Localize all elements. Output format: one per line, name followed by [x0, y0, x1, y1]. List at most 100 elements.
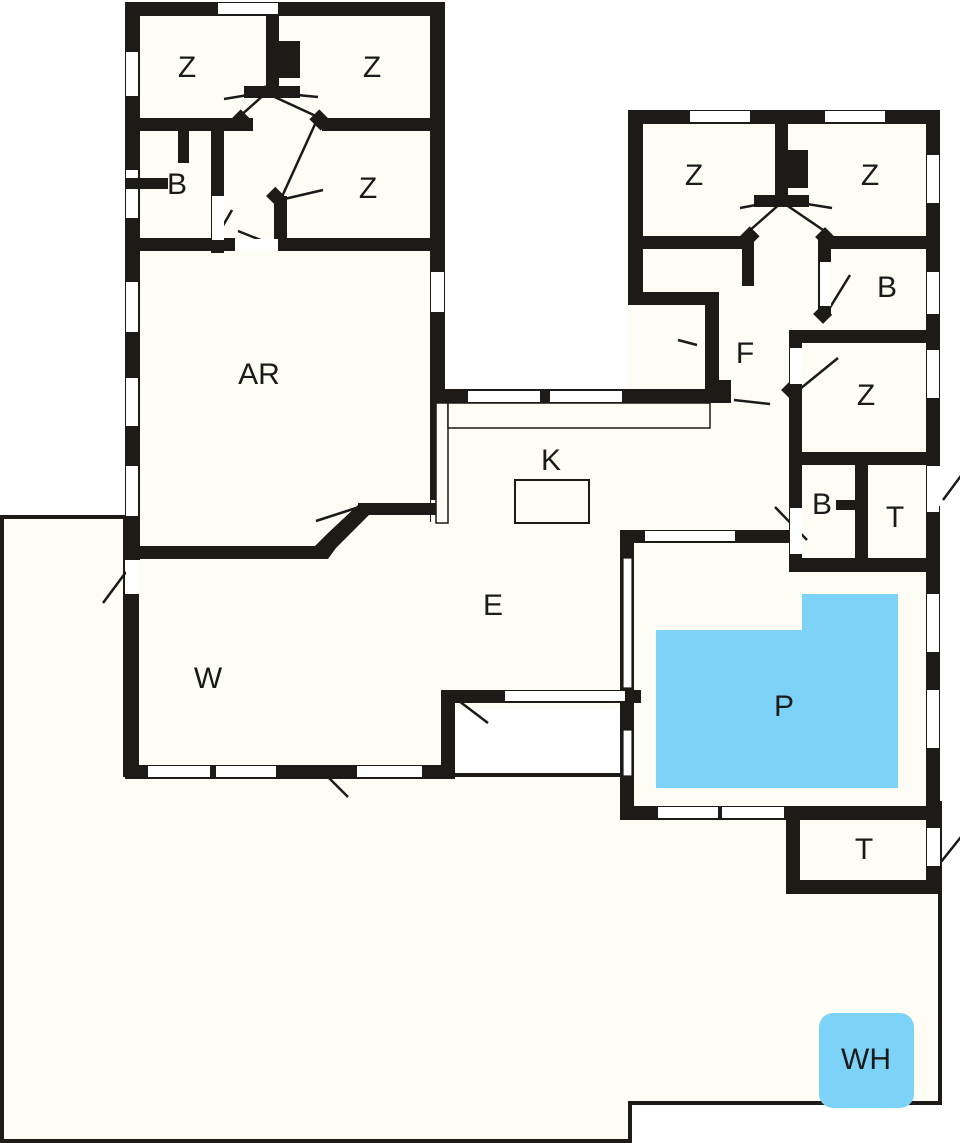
wall-ar-bottom-right: [358, 503, 444, 515]
window-e-bottom: [505, 691, 625, 701]
wall-b-stub2-tl: [125, 178, 168, 189]
label-kitchen-k: K: [541, 444, 561, 477]
window-w-bottom-3: [357, 766, 422, 777]
window-tl-left-4: [126, 378, 138, 426]
room-ar-structure: [125, 503, 444, 559]
wall-tb-left: [786, 812, 800, 894]
door-gap-tr-bl: [790, 508, 802, 554]
wall-tr-left-step-down: [705, 292, 719, 390]
wall-tr-left: [628, 110, 643, 305]
door-gap-w-left: [126, 560, 139, 594]
wall-tr-left-step: [628, 292, 718, 305]
label-b-right-upper: B: [877, 271, 897, 304]
window-tl-left-1: [126, 52, 138, 96]
label-hall-f: F: [736, 337, 754, 370]
door-node-tr-b: [813, 304, 833, 324]
door-swing-tb: [940, 836, 960, 863]
label-whirlpool-wh: WH: [841, 1043, 891, 1076]
door-gap-tr-ext: [927, 466, 940, 506]
room-w-structure: [101, 560, 509, 798]
label-z-right-left: Z: [685, 159, 703, 192]
window-k-top-2: [550, 391, 622, 402]
window-pool-top-strip: [645, 531, 735, 541]
window-tr-top-2: [825, 111, 885, 122]
label-z-top-left: Z: [178, 51, 196, 84]
door-gap-tb: [927, 828, 940, 866]
label-z-right-right: Z: [861, 159, 879, 192]
room-pool: [441, 530, 940, 820]
wall-w-right: [441, 690, 455, 779]
window-tr-right-3: [927, 350, 939, 398]
wall-b-stub-tl: [178, 125, 189, 163]
window-tl-left-5: [126, 466, 138, 516]
door-node-tl-left: [229, 109, 251, 131]
label-pool-p: P: [774, 690, 794, 723]
label-b-right-lower: B: [812, 488, 832, 521]
pool-water: [656, 594, 898, 788]
hall-niche-tl: [266, 14, 300, 93]
window-pool-right-1: [927, 594, 939, 652]
door-gap-b-tl: [212, 196, 224, 240]
whirlpool-shape: [819, 1013, 914, 1108]
window-tr-right-1: [927, 155, 939, 203]
wall-b-t-divider: [855, 452, 868, 572]
window-w-bottom-2: [216, 766, 276, 777]
label-living-ar: AR: [238, 358, 280, 391]
window-k-top-1: [468, 391, 540, 402]
hall-niche-tr: [775, 124, 808, 202]
door-swing-ar: [315, 506, 357, 523]
door-node-tr-right: [815, 227, 836, 248]
label-wellness-w: W: [194, 662, 223, 695]
wall-tr-top: [628, 110, 940, 124]
door-gap-tr-z: [790, 348, 802, 384]
wing-top-right: [628, 110, 960, 572]
wall-f-bottom: [628, 390, 731, 403]
door-gap-hall-tl: [236, 239, 278, 251]
window-tl-right-1: [431, 272, 444, 312]
wall-ar-bottom-angle: [315, 503, 372, 559]
window-tr-right-2: [927, 272, 939, 314]
wall-b-bottom-tr: [789, 330, 939, 343]
window-pool-right-2: [927, 690, 939, 748]
window-tr-top-1: [690, 111, 750, 122]
label-t-right-upper: T: [886, 501, 904, 534]
window-pool-bottom-1: [658, 807, 718, 818]
whirlpool-group: [819, 1013, 914, 1108]
window-w-bottom-1: [148, 766, 210, 777]
door-node-tr-left: [739, 226, 760, 247]
wall-w-bottom-seg: [282, 765, 354, 779]
wall-hall-vert-tl: [274, 196, 287, 251]
door-gap-tr-b: [820, 262, 831, 306]
window-tl-top-1: [218, 3, 278, 14]
wall-tl-low-right: [278, 238, 445, 251]
wall-w-left: [125, 594, 139, 779]
door-node-tr-z: [781, 380, 801, 400]
room-labels: Z Z B Z AR W K E Z Z F B Z B T P T WH: [167, 51, 904, 1076]
kitchen-island: [514, 479, 590, 524]
label-dining-e: E: [483, 589, 503, 622]
wall-tr-mid-right: [824, 236, 940, 249]
wall-b-stub-tr: [836, 500, 861, 510]
label-z-top-right: Z: [363, 51, 381, 84]
room-t-bottom: [786, 812, 960, 894]
window-pool-left-large: [622, 557, 633, 689]
area-kitchen-dining: [435, 389, 713, 524]
window-tl-left-3: [126, 282, 138, 332]
wall-stub-tr: [742, 236, 754, 286]
wall-tb-bottom: [786, 880, 940, 894]
wall-ar-bottom-left: [125, 546, 315, 559]
window-pool-left-small: [622, 729, 633, 777]
label-t-bottom: T: [855, 833, 873, 866]
wall-tl-mid-right: [322, 118, 445, 131]
window-tl-left-2: [126, 170, 138, 218]
counter-k-top: [447, 402, 711, 429]
wall-k-left-strip: [435, 402, 449, 524]
label-z-top-mid: Z: [359, 172, 377, 205]
wall-tr-mid-left: [628, 236, 748, 249]
label-b-top-left: B: [167, 168, 187, 201]
wall-tl-low-left: [125, 238, 235, 251]
wall-pool-corner-tl: [620, 530, 634, 544]
window-pool-bottom-2: [722, 807, 784, 818]
